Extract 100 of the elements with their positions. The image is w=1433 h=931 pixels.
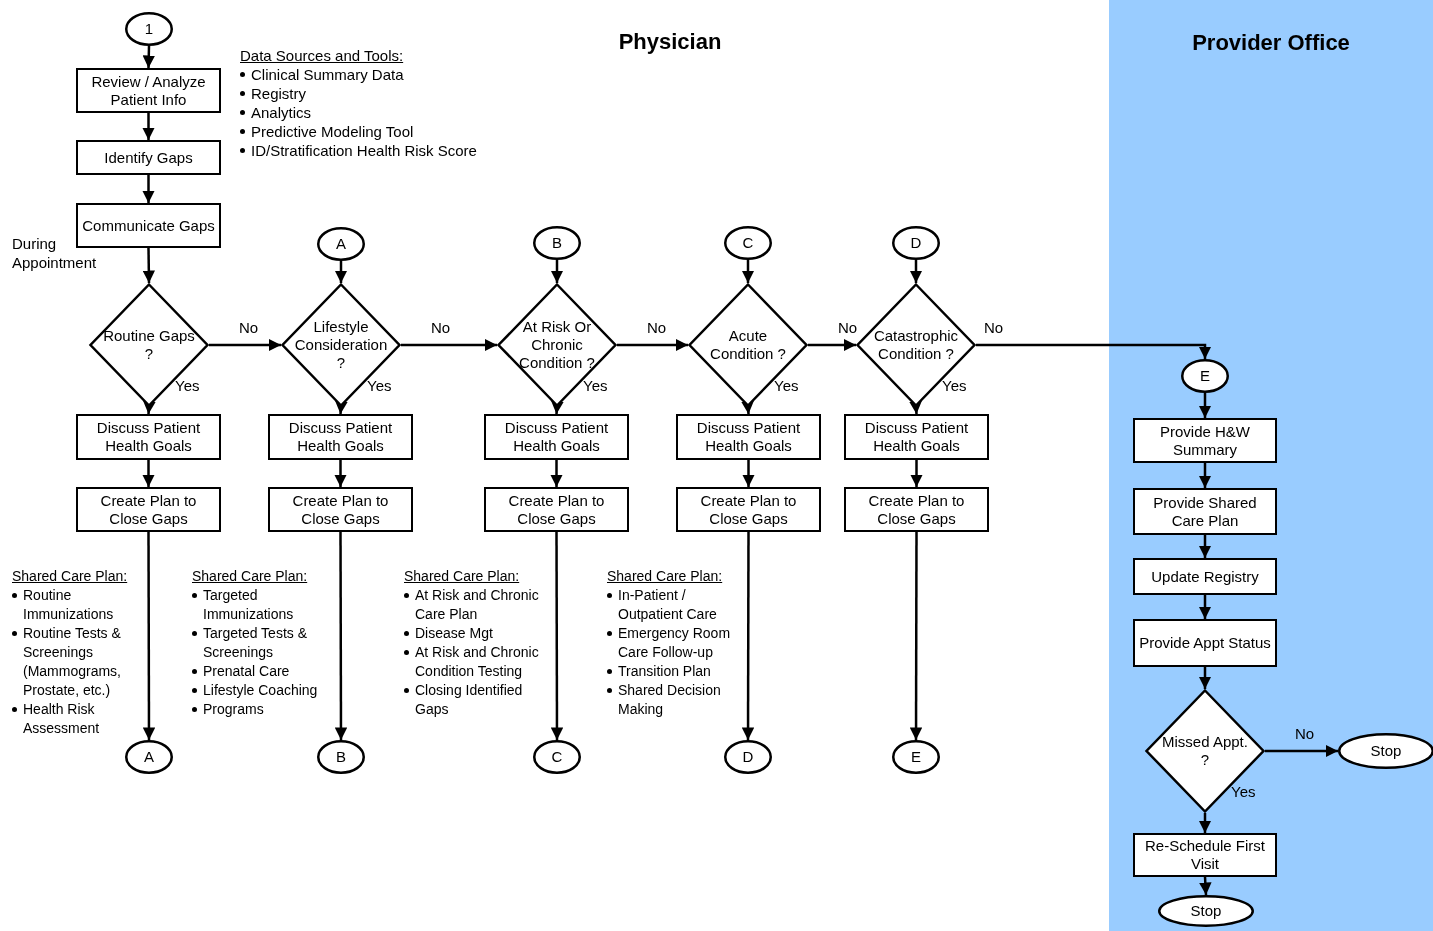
bullet-item: Routine Immunizations <box>23 586 115 624</box>
bullet-item: Programs <box>203 700 264 719</box>
arrow <box>909 260 923 283</box>
connector-oval: E <box>892 740 940 774</box>
bullet-item: Emergency Room Care Follow-up <box>618 624 732 662</box>
process-box: Provide Appt Status <box>1133 619 1277 667</box>
list-heading: Shared Care Plan: <box>192 567 309 586</box>
bullet-item: Transition Plan <box>618 662 711 681</box>
edge-label: No <box>838 319 858 336</box>
arrow <box>142 113 155 140</box>
arrow <box>808 338 856 352</box>
arrow <box>1198 595 1212 619</box>
edge-label: No <box>239 319 259 336</box>
edge-label: Yes <box>175 377 200 394</box>
bullet-item: At Risk and Chronic Care Plan <box>415 586 540 624</box>
arrow <box>741 532 755 740</box>
arrow <box>909 401 922 415</box>
arrow <box>334 261 348 283</box>
process-box: Discuss Patient Health Goals <box>76 414 221 460</box>
arrow <box>334 532 348 740</box>
edge-label: No <box>1295 725 1315 742</box>
process-box: Create Plan to Close Gaps <box>76 487 221 532</box>
lane-title: Provider Office <box>1191 30 1351 56</box>
arrow <box>142 532 156 740</box>
connector-oval: D <box>724 740 772 774</box>
arrow <box>1199 876 1212 896</box>
bullet-item: Lifestyle Coaching <box>203 681 318 700</box>
arrow <box>742 460 755 487</box>
arrow <box>1198 667 1212 689</box>
process-box: Create Plan to Close Gaps <box>268 487 413 532</box>
arrow <box>910 460 923 487</box>
edge-label: Yes <box>583 377 608 394</box>
connector-oval: E <box>1181 359 1229 393</box>
bullet-item: Targeted Tests & Screenings <box>203 624 309 662</box>
arrow <box>550 460 563 487</box>
edge-label: No <box>431 319 451 336</box>
connector-oval: B <box>317 740 365 774</box>
process-box: Re-Schedule First Visit <box>1133 833 1277 877</box>
process-box: Update Registry <box>1133 558 1277 595</box>
arrow <box>142 45 156 69</box>
edge-label: Yes <box>942 377 967 394</box>
arrow <box>209 338 281 352</box>
arrow <box>142 248 156 283</box>
process-box: Discuss Patient Health Goals <box>844 414 989 460</box>
connector-oval: Stop <box>1158 895 1254 927</box>
bullet-item: Disease Mgt <box>415 624 493 643</box>
bullet-item: Prenatal Care <box>203 662 290 681</box>
process-box: Create Plan to Close Gaps <box>484 487 629 532</box>
arrow <box>335 401 348 415</box>
process-box: Discuss Patient Health Goals <box>676 414 821 460</box>
arrow <box>1198 535 1212 558</box>
arrow <box>142 175 155 203</box>
list-heading: Data Sources and Tools: <box>240 46 405 65</box>
edge-label: Yes <box>1231 783 1256 800</box>
arrow <box>143 401 156 415</box>
connector-oval: D <box>892 226 940 260</box>
bullet-item: Shared Decision Making <box>618 681 722 719</box>
bullet-item: Targeted Immunizations <box>203 586 295 624</box>
arrow <box>741 401 754 415</box>
process-box: Review / Analyze Patient Info <box>76 68 221 113</box>
bullet-item: Registry <box>251 84 306 103</box>
bullet-item: Clinical Summary Data <box>251 65 404 84</box>
process-box: Discuss Patient Health Goals <box>268 414 413 460</box>
edge-label: No <box>984 319 1004 336</box>
list-heading: Shared Care Plan: <box>12 567 129 586</box>
process-box: Provide Shared Care Plan <box>1133 488 1277 535</box>
bullet-item: Routine Tests & Screenings (Mammograms, Prostate, etc.) <box>23 624 122 700</box>
process-box: Communicate Gaps <box>76 203 221 248</box>
connector-oval: A <box>125 740 173 774</box>
connector-oval: 1 <box>125 12 173 46</box>
edge-label: Yes <box>774 377 799 394</box>
connector-oval: A <box>317 227 365 261</box>
arrow <box>741 260 755 283</box>
connector-oval: C <box>533 740 581 774</box>
bullet-item: At Risk and Chronic Condition Testing <box>415 643 540 681</box>
arrow <box>617 338 688 352</box>
arrow <box>1198 393 1212 418</box>
process-box: Discuss Patient Health Goals <box>484 414 629 460</box>
arrow <box>1198 463 1212 488</box>
bullet-item: Health Risk Assessment <box>23 700 101 738</box>
connector-oval: C <box>724 226 772 260</box>
bullet-item: Analytics <box>251 103 312 122</box>
arrow <box>550 260 564 283</box>
bullet-item: In-Patient / Outpatient Care <box>618 586 718 624</box>
connector-oval: B <box>533 226 581 260</box>
arrow <box>334 460 347 487</box>
arrow <box>1198 813 1212 833</box>
arrow <box>976 343 1212 359</box>
bullet-item: Closing Identified Gaps <box>415 681 524 719</box>
process-box: Create Plan to Close Gaps <box>676 487 821 532</box>
list-heading: Shared Care Plan: <box>404 567 521 586</box>
arrow <box>550 532 564 740</box>
edge-label: No <box>647 319 667 336</box>
process-box: Create Plan to Close Gaps <box>844 487 989 532</box>
arrow <box>142 460 155 487</box>
arrow <box>1265 744 1338 758</box>
list-heading: Shared Care Plan: <box>607 567 724 586</box>
bullet-item: ID/Stratification Health Risk Score <box>251 141 477 160</box>
arrow <box>909 532 923 740</box>
bullet-item: Predictive Modeling Tool <box>251 122 414 141</box>
